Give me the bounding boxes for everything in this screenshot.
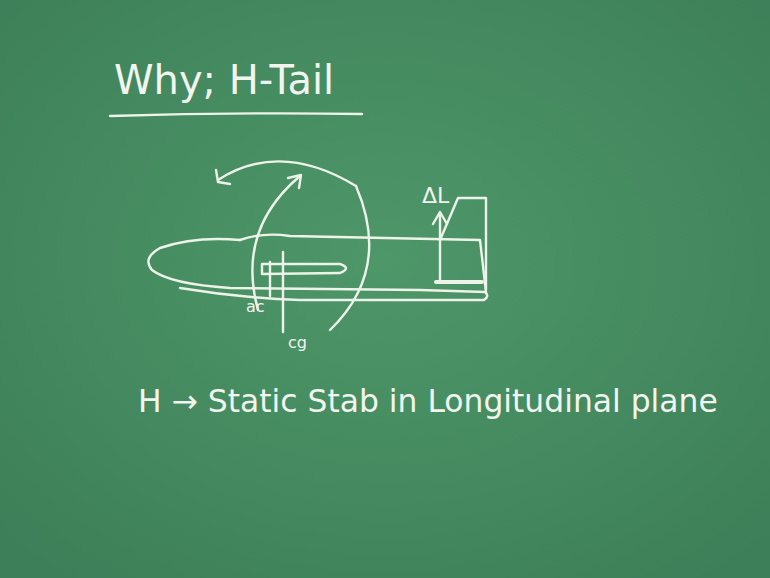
cg-line — [282, 252, 284, 332]
pitch-arc — [330, 186, 369, 330]
title-underline — [110, 113, 362, 116]
pitch-arrowhead — [216, 170, 230, 184]
cg-label: cg — [288, 334, 307, 352]
pitch-arrowhead — [288, 175, 301, 188]
statement-text: H → Static Stab in Longitudinal plane — [138, 384, 718, 419]
ac-mark — [269, 262, 271, 296]
pitch-arc — [218, 161, 356, 186]
horizontal-tail — [436, 280, 482, 284]
wing-planform — [262, 264, 346, 274]
lift-arrow — [439, 214, 441, 280]
fuselage-outline — [148, 239, 487, 300]
vertical-tail — [440, 198, 486, 290]
lift-label: ΔL — [422, 184, 449, 208]
diagram-title: Why; H-Tail — [114, 58, 334, 102]
lift-arrowhead — [433, 212, 447, 224]
ac-label: ac — [246, 298, 265, 316]
pitch-arc — [252, 176, 300, 310]
